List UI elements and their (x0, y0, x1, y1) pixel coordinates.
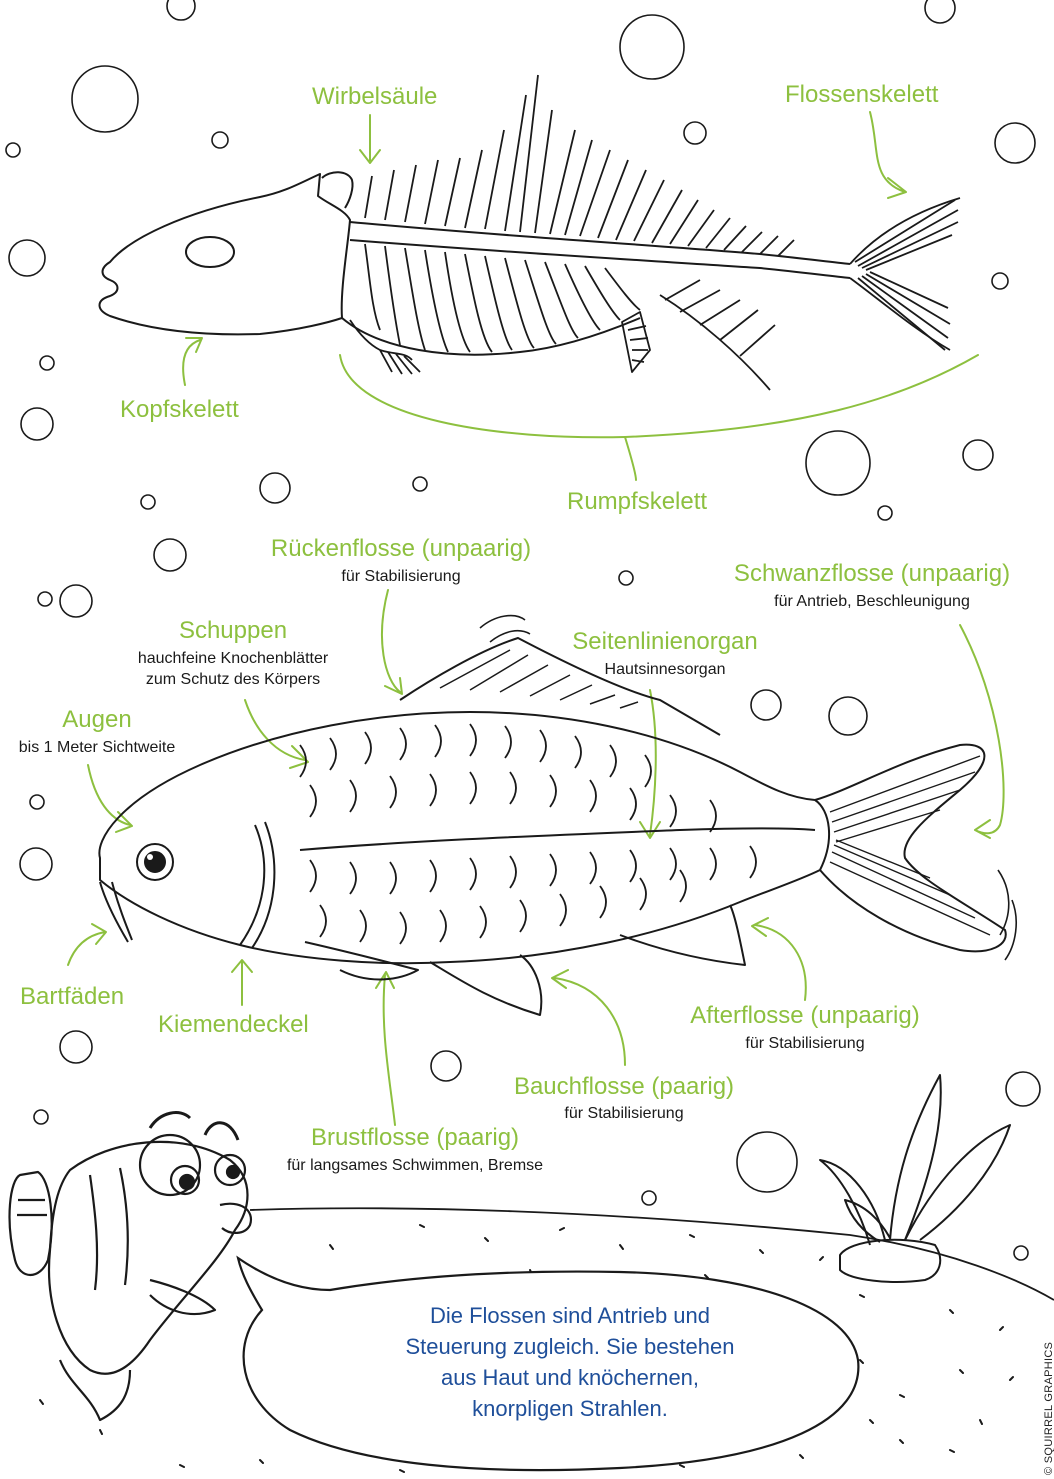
speech-bubble-text: Die Flossen sind Antrieb und Steuerung z… (320, 1300, 820, 1424)
lateral-line (300, 829, 815, 851)
pelvic-fin-bones (622, 312, 650, 372)
label-augen: Augen (62, 708, 131, 732)
desc-afterflosse: für Stabilisierung (745, 1034, 864, 1054)
fin-motion-lines (480, 616, 530, 642)
tail-motion-lines (998, 870, 1016, 960)
desc-seitenlinienorgan: Hautsinnesorgan (605, 660, 726, 680)
cartoon-stripes (90, 1168, 128, 1290)
cartoon-side-fin (150, 1280, 215, 1314)
copyright-credit: © SQUIRREL GRAPHICS (1043, 1342, 1054, 1475)
pectoral-fin-bones (350, 320, 420, 374)
gill-cover (240, 825, 264, 945)
label-rueckenflosse: Rückenflosse (unpaarig) (271, 537, 531, 561)
label-seitenlinienorgan: Seitenlinienorgan (572, 630, 757, 654)
label-bauchflosse: Bauchflosse (paarig) (514, 1075, 734, 1099)
label-schuppen: Schuppen (179, 619, 287, 643)
label-wirbelsaeule: Wirbelsäule (312, 85, 437, 109)
carp-body (99, 712, 829, 963)
desc-rueckenflosse: für Stabilisierung (341, 567, 460, 587)
skull-outline (100, 174, 351, 334)
plant-illustration (820, 1075, 1010, 1282)
vertebral-column-lower (350, 240, 850, 278)
eye-socket (186, 237, 234, 267)
label-afterflosse: Afterflosse (unpaarig) (690, 1004, 919, 1028)
label-rumpfskelett: Rumpfskelett (567, 490, 707, 514)
desc-augen: bis 1 Meter Sichtweite (19, 738, 176, 758)
desc-schwanzflosse: für Antrieb, Beschleunigung (774, 592, 970, 612)
tail-fin (815, 745, 1006, 952)
skeleton-fish-illustration (100, 75, 961, 390)
bubble-line-1: Die Flossen sind Antrieb und (320, 1300, 820, 1331)
desc-schuppen-2: zum Schutz des Körpers (146, 670, 320, 690)
scales (300, 724, 756, 944)
label-kopfskelett: Kopfskelett (120, 398, 239, 422)
tail-fin-rays (830, 756, 990, 935)
pelvic-fin (430, 955, 541, 1015)
anal-fin-bones (660, 280, 775, 390)
bubbles (6, 0, 1040, 1260)
bubble-line-3: aus Haut und knöchernen, (320, 1362, 820, 1393)
tail-fin-bones (850, 198, 960, 350)
pectoral-fin (305, 942, 418, 979)
cartoon-fish-illustration (10, 1113, 251, 1420)
label-brustflosse: Brustflosse (paarig) (311, 1126, 519, 1150)
label-kiemendeckel: Kiemendeckel (158, 1013, 309, 1037)
desc-bauchflosse: für Stabilisierung (564, 1104, 683, 1124)
bubble-line-4: knorpligen Strahlen. (320, 1393, 820, 1424)
bubble-line-2: Steuerung zugleich. Sie bestehen (320, 1331, 820, 1362)
diving-tank (10, 1172, 52, 1275)
label-bartfaeden: Bartfäden (20, 985, 124, 1009)
label-schwanzflosse: Schwanzflosse (unpaarig) (734, 562, 1010, 586)
desc-schuppen-1: hauchfeine Knochenblätter (138, 649, 328, 669)
label-flossenskelett: Flossenskelett (785, 83, 938, 107)
desc-brustflosse: für langsames Schwimmen, Bremse (287, 1156, 543, 1176)
ribs (365, 244, 640, 352)
